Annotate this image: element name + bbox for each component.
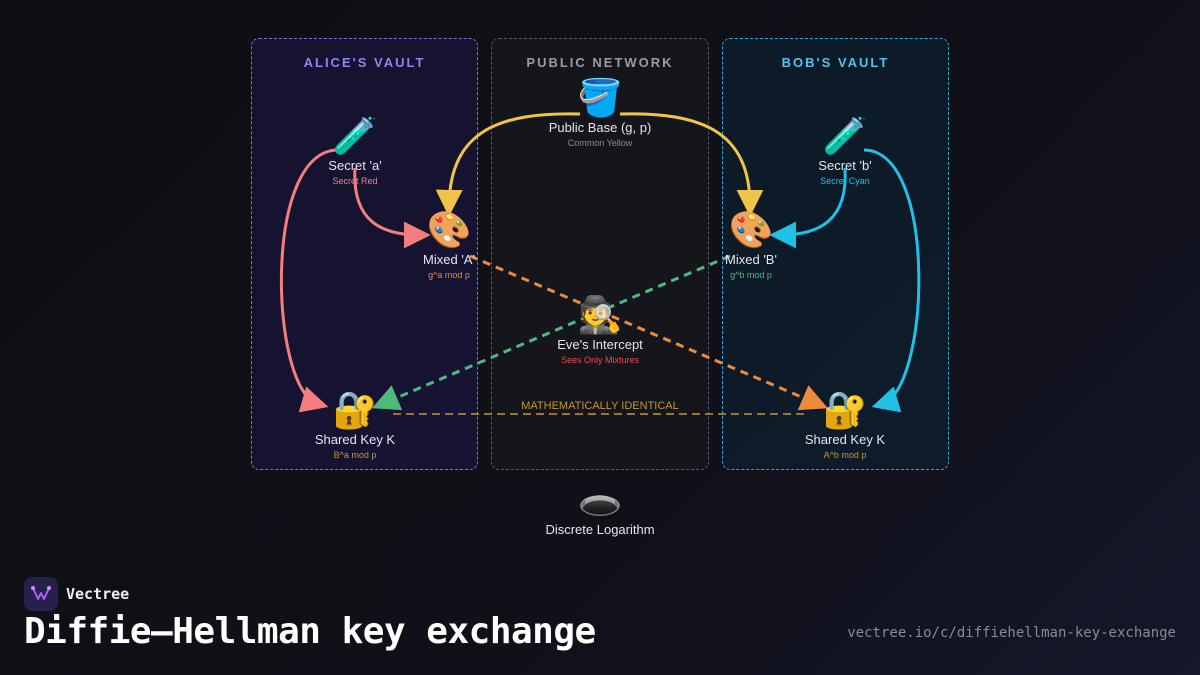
arrow-secret-a-to-key-alice xyxy=(280,148,339,413)
arrow-secret-a-to-mixed-a xyxy=(353,167,431,249)
mixed-b-sub: g^b mod p xyxy=(730,270,772,280)
source-url: vectree.io/c/diffiehellman-key-exchange xyxy=(847,625,1176,641)
bucket-icon: 🪣 xyxy=(577,77,623,118)
bob-vault-zone: BOB'S VAULT xyxy=(722,38,949,470)
key-bob-node: 🔐 Shared Key K A^b mod p xyxy=(804,389,886,461)
public-network-title: PUBLIC NETWORK xyxy=(526,55,674,70)
identical-label: MATHEMATICALLY IDENTICAL xyxy=(521,400,679,412)
key-bob-sub: A^b mod p xyxy=(823,450,867,460)
lock-key-icon: 🔐 xyxy=(822,389,868,430)
public-network-zone: PUBLIC NETWORK xyxy=(491,38,709,470)
palette-icon: 🎨 xyxy=(728,209,774,250)
alice-vault-title: ALICE'S VAULT xyxy=(303,55,426,70)
lock-key-icon: 🔐 xyxy=(332,389,378,430)
arrow-base-to-mixed-a xyxy=(435,112,581,217)
arrow-base-to-mixed-b xyxy=(619,112,764,217)
secret-a-label: Secret 'a' xyxy=(328,158,382,173)
arrow-mixed-a-to-key-bob xyxy=(469,254,828,411)
page-title: Diffie–Hellman key exchange xyxy=(24,611,596,652)
eve-label: Eve's Intercept xyxy=(557,337,643,352)
key-alice-sub: B^a mod p xyxy=(333,450,377,460)
arrow-mixed-b-to-key-alice xyxy=(372,254,731,411)
arrow-secret-b-to-key-bob xyxy=(863,148,921,413)
public-base-label: Public Base (g, p) xyxy=(548,120,652,135)
discrete-log-node: 🕳️ Discrete Logarithm xyxy=(545,479,655,538)
mixed-a-sub: g^a mod p xyxy=(428,270,470,280)
alice-vault-zone: ALICE'S VAULT xyxy=(251,38,478,470)
mixed-a-node: 🎨 Mixed 'A' g^a mod p xyxy=(423,209,475,281)
arrow-secret-b-to-mixed-b xyxy=(769,167,847,249)
key-alice-node: 🔐 Shared Key K B^a mod p xyxy=(314,389,396,461)
mixed-a-label: Mixed 'A' xyxy=(423,252,475,267)
secret-b-label: Secret 'b' xyxy=(818,158,872,173)
test-tube-icon: 🧪 xyxy=(332,115,378,156)
eve-node: 🕵️ Eve's Intercept Sees Only Mixtures xyxy=(557,294,643,366)
public-base-node: 🪣 Public Base (g, p) Common Yellow xyxy=(548,77,652,149)
key-bob-label: Shared Key K xyxy=(804,432,886,447)
palette-icon: 🎨 xyxy=(426,209,472,250)
brand: Vectree xyxy=(24,577,129,611)
vectree-logo-icon xyxy=(24,577,58,611)
discrete-log-label: Discrete Logarithm xyxy=(545,522,655,537)
secret-a-node: 🧪 Secret 'a' Secret Red xyxy=(328,115,382,187)
mixed-b-node: 🎨 Mixed 'B' g^b mod p xyxy=(725,209,777,281)
key-alice-label: Shared Key K xyxy=(314,432,396,447)
public-base-sub: Common Yellow xyxy=(567,138,633,148)
brand-name: Vectree xyxy=(66,585,130,603)
mixed-b-label: Mixed 'B' xyxy=(725,252,777,267)
detective-icon: 🕵️ xyxy=(577,294,623,335)
hole-icon: 🕳️ xyxy=(577,479,623,520)
test-tube-icon: 🧪 xyxy=(822,115,868,156)
bob-vault-title: BOB'S VAULT xyxy=(781,55,890,70)
secret-b-sub: Secret Cyan xyxy=(820,176,870,186)
eve-sub: Sees Only Mixtures xyxy=(560,355,640,365)
secret-a-sub: Secret Red xyxy=(332,176,378,186)
secret-b-node: 🧪 Secret 'b' Secret Cyan xyxy=(818,115,872,187)
